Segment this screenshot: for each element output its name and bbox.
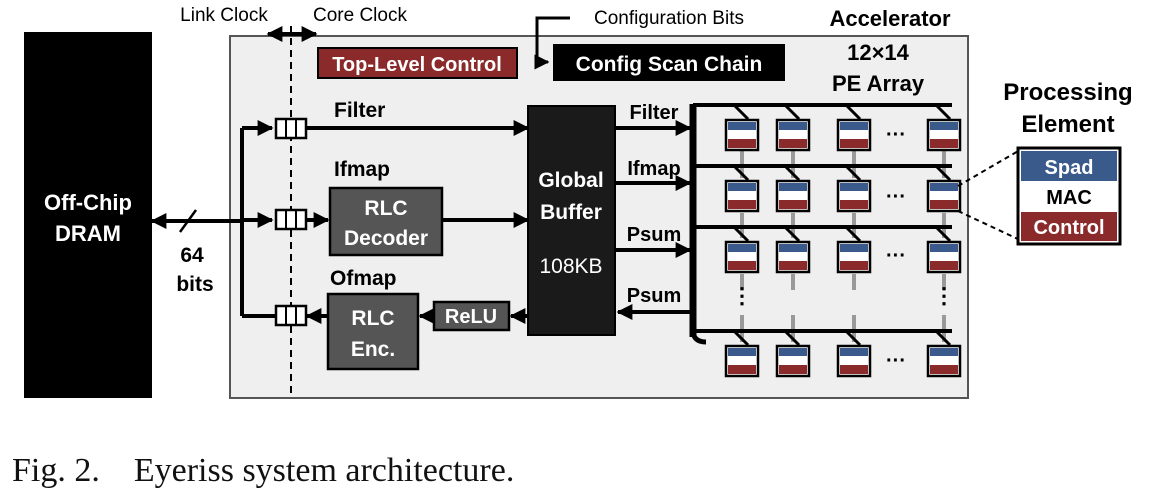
rlc-enc-label-line2: Enc. <box>351 338 395 361</box>
pe-cell <box>926 179 962 213</box>
rlc-decoder-label-line1: RLC <box>364 197 407 220</box>
pe-tap <box>844 225 862 243</box>
pe-detail-title-line1: Processing <box>1003 79 1132 106</box>
pe-tap <box>844 329 862 347</box>
pe-cell <box>724 240 760 274</box>
off-chip-dram-block <box>24 32 152 398</box>
pe-tap <box>844 164 862 182</box>
pe-cell <box>724 179 760 213</box>
pe-detail-spad-label: Spad <box>1045 157 1094 179</box>
global-buffer-size: 108KB <box>539 255 602 278</box>
pe-cell <box>926 240 962 274</box>
bus-width-label: 64 <box>180 244 204 267</box>
pe-tap <box>934 329 952 347</box>
pe-cell <box>836 179 872 213</box>
pe-array-name-label: PE Array <box>832 71 925 96</box>
pe-tap <box>934 225 952 243</box>
pe-row2-hdots: ··· <box>886 186 906 208</box>
dram-label-line1: Off-Chip <box>44 190 132 215</box>
pe-cell <box>775 344 811 378</box>
pe-cell <box>836 240 872 274</box>
accelerator-title: Accelerator <box>829 6 951 31</box>
pe-cell <box>775 240 811 274</box>
array-psum-out-label: Psum <box>627 285 681 307</box>
pe-tap <box>783 103 801 121</box>
pe-tap <box>934 164 952 182</box>
relu-block <box>432 300 511 332</box>
pe-grid <box>693 103 962 378</box>
figure-caption: Fig. 2. Eyeriss system architecture. <box>12 452 515 489</box>
filter-path-label: Filter <box>334 99 385 122</box>
pe-zoom-line-top <box>957 149 1021 187</box>
pe-col4-vdots: ⋮ <box>933 283 955 308</box>
pe-detail-control-label: Control <box>1033 217 1104 239</box>
pe-tap <box>783 225 801 243</box>
config-scan-chain-block <box>553 44 785 81</box>
rlc-enc-label-line1: RLC <box>351 307 394 330</box>
pe-array-size-label: 12×14 <box>847 40 910 65</box>
global-buffer-block <box>527 105 616 336</box>
pe-zoom-line-bottom <box>957 210 1021 241</box>
pe-cell <box>836 118 872 152</box>
array-filter-label: Filter <box>630 102 679 124</box>
relu-label: ReLU <box>445 306 497 328</box>
pe-tap <box>732 103 750 121</box>
rlc-decoder-block <box>328 186 444 257</box>
ofmap-path-label: Ofmap <box>330 267 397 290</box>
config-scan-chain-label: Config Scan Chain <box>576 53 763 76</box>
top-level-control-label: Top-Level Control <box>332 54 502 76</box>
pe-col1-vdots: ⋮ <box>731 283 753 308</box>
pe-cell <box>926 118 962 152</box>
pe-cell <box>724 344 760 378</box>
array-ifmap-label: Ifmap <box>627 158 680 180</box>
link-clock-label: Link Clock <box>180 5 268 26</box>
pe-detail-control <box>1021 212 1117 241</box>
pe-cell <box>775 179 811 213</box>
filter-fifo <box>274 117 308 140</box>
pe-row1-hdots: ··· <box>886 124 906 146</box>
pe-tap <box>934 103 952 121</box>
core-clock-label: Core Clock <box>313 5 407 26</box>
rlc-decoder-label-line2: Decoder <box>344 227 428 250</box>
pe-detail-title-line2: Element <box>1021 111 1114 138</box>
pe-cell <box>775 118 811 152</box>
pe-detail-mac-label: MAC <box>1046 187 1092 209</box>
pe-detail-spad <box>1021 151 1117 181</box>
pe-tap <box>783 164 801 182</box>
config-bits-label: Configuration Bits <box>594 8 744 29</box>
pe-cell <box>926 344 962 378</box>
pe-row3-hdots: ··· <box>886 245 906 267</box>
array-psum-in-label: Psum <box>627 224 681 246</box>
rlc-enc-block <box>326 292 420 371</box>
pe-tap <box>783 329 801 347</box>
global-buffer-label-line2: Buffer <box>540 201 602 224</box>
pe-cell <box>836 344 872 378</box>
dram-label-line2: DRAM <box>55 221 121 246</box>
top-level-control-block <box>317 47 518 79</box>
bus-unit-label: bits <box>176 273 213 296</box>
pe-tap <box>732 164 750 182</box>
pe-detail-mac <box>1021 181 1117 212</box>
ifmap-path-label: Ifmap <box>334 158 390 181</box>
pe-tap <box>732 225 750 243</box>
bus-width-slash <box>178 209 198 233</box>
ofmap-fifo <box>274 304 308 327</box>
global-buffer-label-line1: Global <box>538 169 603 192</box>
config-bits-arrow <box>534 16 570 70</box>
ifmap-fifo <box>274 208 308 231</box>
pe-row4-hdots: ··· <box>886 350 906 372</box>
pe-tap <box>732 329 750 347</box>
pe-cell <box>724 118 760 152</box>
pe-tap <box>844 103 862 121</box>
